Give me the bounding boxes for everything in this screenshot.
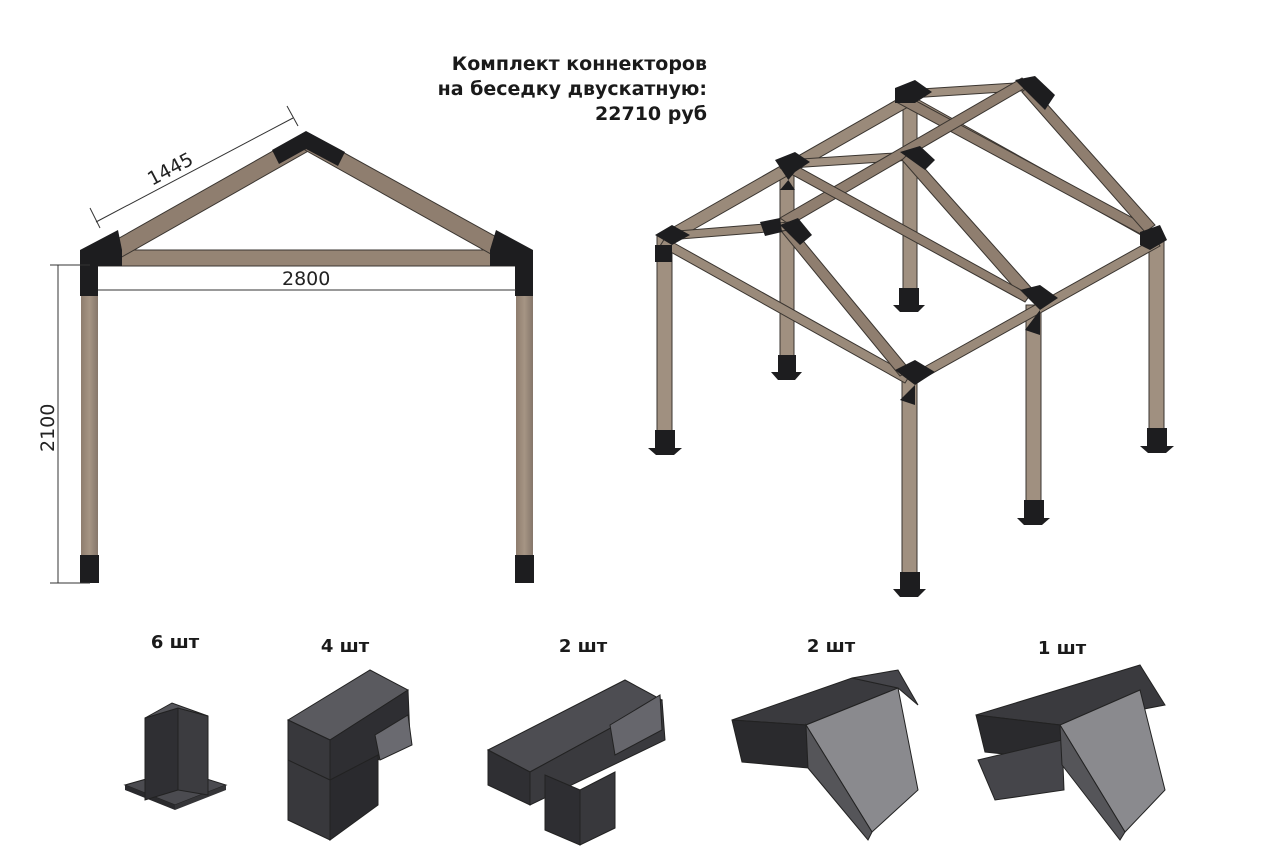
left-post <box>81 262 98 562</box>
front-elevation: 1445 2800 2100 <box>37 105 534 584</box>
dim-rafter-length: 1445 <box>144 148 197 190</box>
dim-span: 2800 <box>282 268 330 290</box>
ridge-connector <box>272 131 345 166</box>
right-corner-connector <box>490 230 533 296</box>
left-post-base <box>80 555 99 583</box>
t-connector-icon <box>486 679 666 846</box>
qty-corner-connector: 4 шт <box>320 636 370 657</box>
kit-title: Комплект коннекторов на беседку двускатн… <box>438 52 707 127</box>
post-base-connector-icon <box>123 702 228 810</box>
left-corner-connector <box>80 230 122 296</box>
qty-cross-ridge-connector: 1 шт <box>1037 638 1087 659</box>
top-beam <box>95 250 520 266</box>
iso-post-left <box>656 234 673 441</box>
qty-post-base: 6 шт <box>150 632 200 653</box>
cross-ridge-connector-icon <box>975 664 1166 841</box>
ridge-connector-icon <box>731 669 919 841</box>
isometric-view <box>648 76 1174 597</box>
iso-post-front <box>901 374 918 586</box>
title-line-1: Комплект коннекторов <box>451 53 707 75</box>
title-price: 22710 руб <box>595 103 707 125</box>
dim-height: 2100 <box>37 404 59 452</box>
iso-post-right <box>1148 237 1165 444</box>
right-post <box>516 262 533 562</box>
iso-post-right-front <box>1025 304 1042 516</box>
title-line-2: на беседку двускатную: <box>437 78 707 100</box>
qty-t-connector: 2 шт <box>558 636 608 657</box>
right-post-base <box>515 555 534 583</box>
qty-ridge-connector: 2 шт <box>806 636 856 657</box>
corner-connector-icon <box>286 669 413 841</box>
